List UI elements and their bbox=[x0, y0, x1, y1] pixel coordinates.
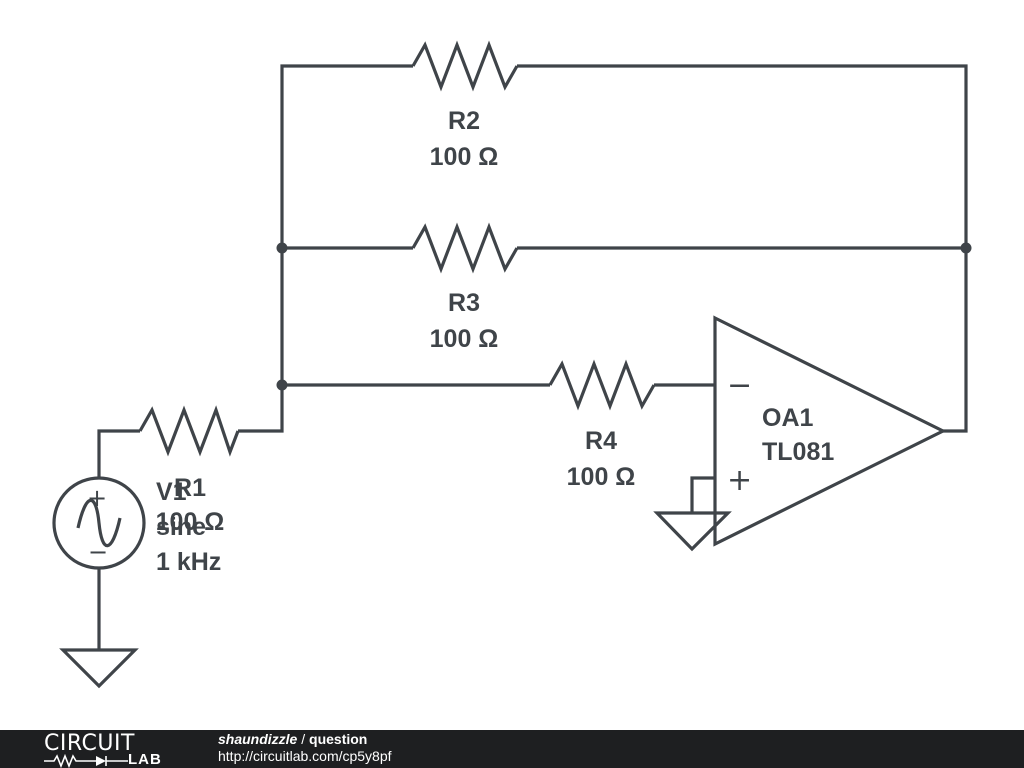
oa1-ref-label: OA1 bbox=[762, 404, 814, 432]
circuit-title-link[interactable]: question bbox=[309, 731, 368, 747]
voltage-source-v1[interactable] bbox=[52, 476, 146, 570]
author-link[interactable]: shaundizzle bbox=[218, 731, 298, 747]
circuitlab-logo[interactable]: CIRCUIT LAB bbox=[44, 732, 174, 768]
circuit-url-link[interactable]: http://circuitlab.com/cp5y8pf bbox=[218, 748, 392, 764]
r1-value-label: 100 Ω bbox=[156, 508, 225, 536]
wire-noninv-ground bbox=[690, 476, 715, 513]
junction-node bbox=[276, 379, 288, 391]
logo-text-circuit: CIRCUIT bbox=[44, 731, 135, 756]
v1-value-label: sine bbox=[156, 513, 206, 541]
ground-symbol-v1 bbox=[59, 648, 139, 689]
v1-ref-label: V1 bbox=[156, 478, 187, 506]
footer-bar: CIRCUIT LAB shaundizzle / question http:… bbox=[0, 730, 1024, 768]
circuit-meta: shaundizzle / question http://circuitlab… bbox=[218, 731, 392, 765]
schematic-canvas: − + + − R2 100 Ω R3 100 Ω R4 100 Ω R1 10… bbox=[52, 40, 972, 689]
opamp-noninverting-sign: + bbox=[727, 463, 752, 498]
logo-text-lab: LAB bbox=[128, 751, 162, 768]
opamp-inverting-sign: − bbox=[727, 368, 752, 403]
resistor-r2[interactable] bbox=[411, 40, 519, 92]
oa1-value-label: TL081 bbox=[762, 438, 834, 466]
wire-r2-left bbox=[280, 64, 413, 385]
r1-ref-label: R1 bbox=[174, 474, 206, 502]
resistor-r1[interactable] bbox=[138, 405, 240, 457]
r4-value-label: 100 Ω bbox=[567, 463, 636, 491]
r2-ref-label: R2 bbox=[448, 107, 480, 135]
source-negative-sign: − bbox=[88, 538, 108, 566]
r3-value-label: 100 Ω bbox=[430, 325, 499, 353]
source-positive-sign: + bbox=[87, 484, 107, 512]
opamp-oa1[interactable] bbox=[713, 315, 947, 547]
meta-separator: / bbox=[297, 731, 310, 747]
r2-value-label: 100 Ω bbox=[430, 143, 499, 171]
logo-wave-icon bbox=[44, 754, 128, 768]
r3-ref-label: R3 bbox=[448, 289, 480, 317]
wire-r1-left bbox=[97, 429, 140, 478]
junction-node bbox=[960, 242, 972, 254]
resistor-r4[interactable] bbox=[548, 359, 656, 411]
ground-symbol-opamp bbox=[653, 511, 732, 552]
resistor-r3[interactable] bbox=[411, 222, 519, 274]
wires bbox=[97, 64, 968, 650]
r4-ref-label: R4 bbox=[585, 427, 617, 455]
v1-freq-label: 1 kHz bbox=[156, 548, 221, 576]
junction-node bbox=[276, 242, 288, 254]
wire-r1-right bbox=[238, 385, 284, 433]
